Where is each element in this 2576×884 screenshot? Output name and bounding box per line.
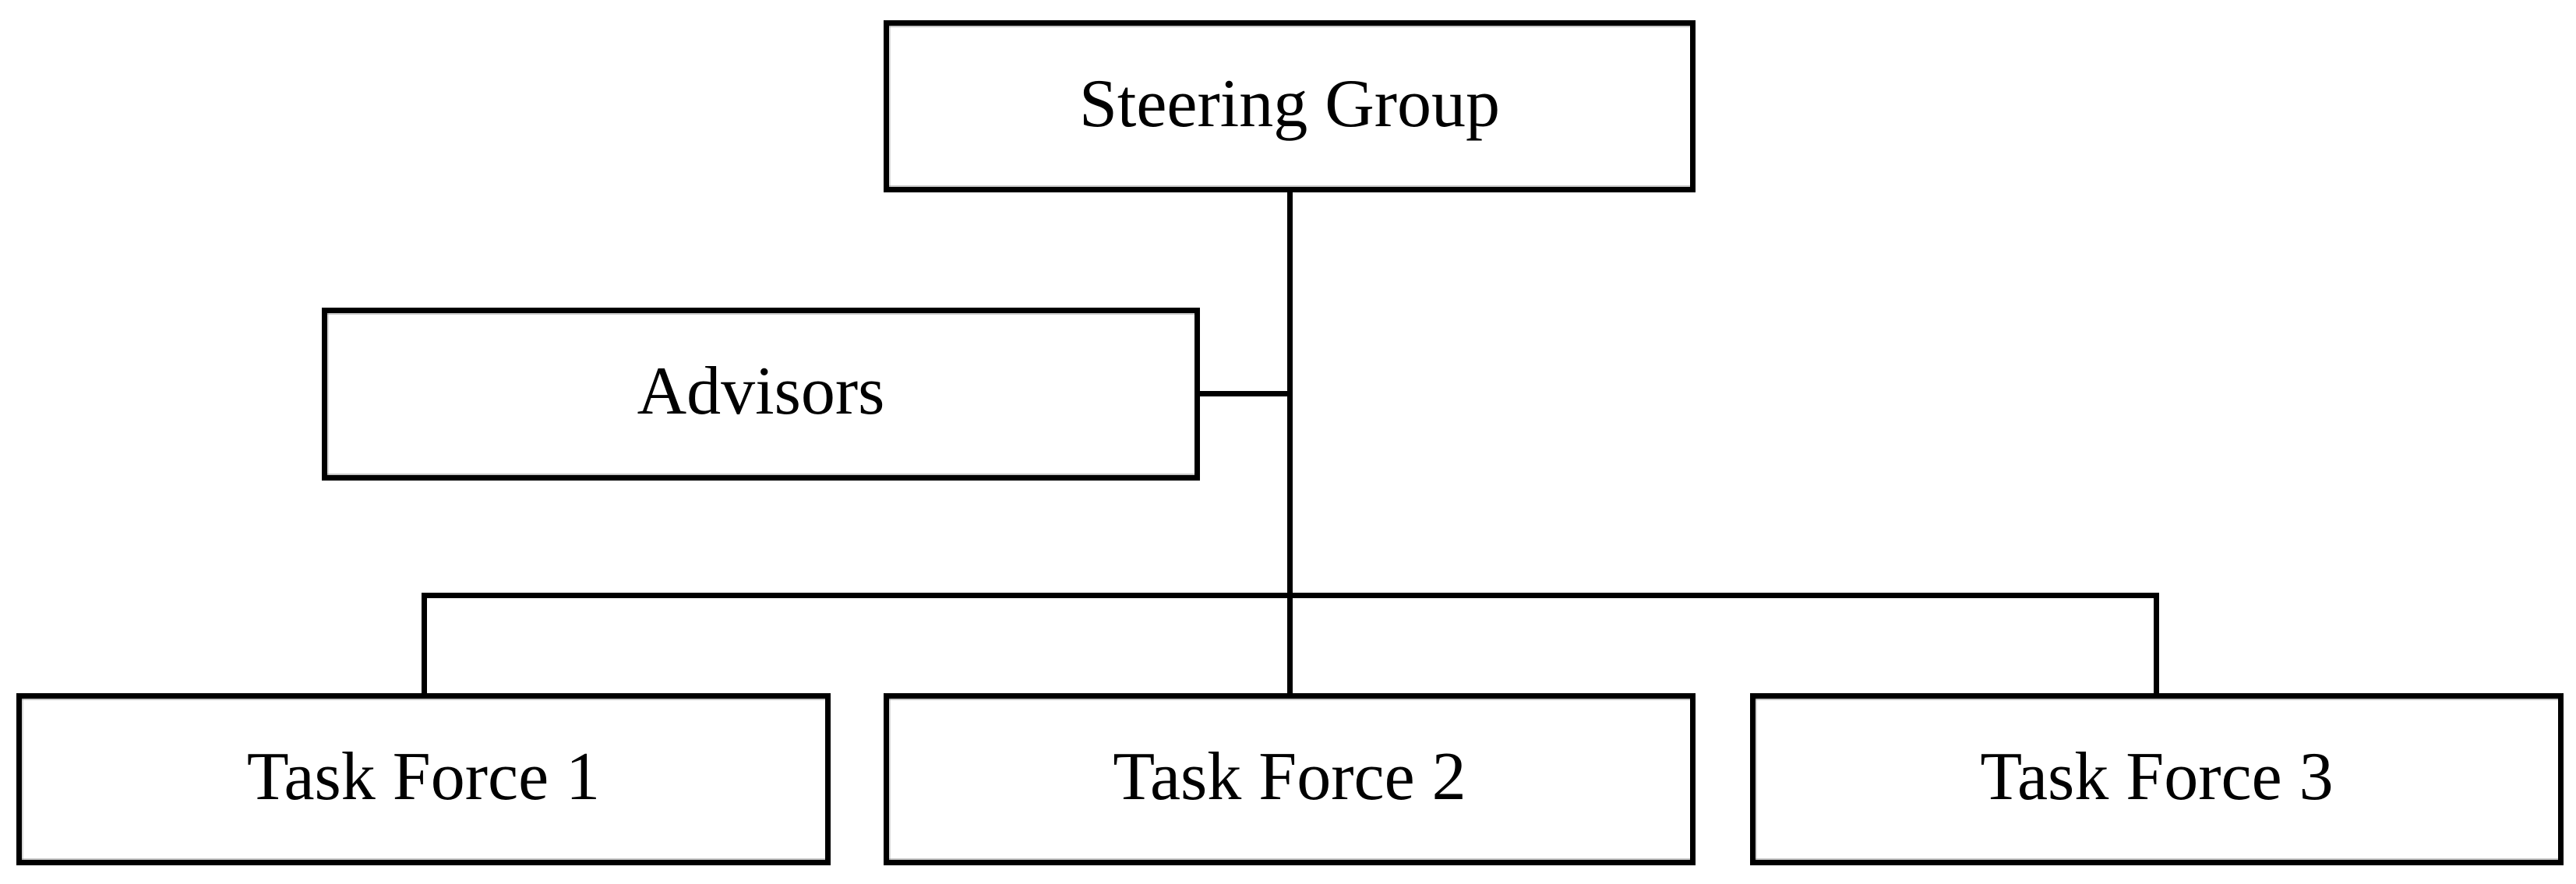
node-task-force-3-label: Task Force 3 (1980, 738, 2334, 815)
node-task-force-3: Task Force 3 (1750, 693, 2564, 865)
node-task-force-1: Task Force 1 (16, 693, 831, 865)
node-task-force-2: Task Force 2 (884, 693, 1696, 865)
node-steering-group: Steering Group (884, 20, 1696, 192)
node-steering-group-label: Steering Group (1078, 65, 1501, 142)
node-advisors: Advisors (322, 308, 1200, 481)
connector-drop-task-force-3 (2154, 593, 2159, 693)
connector-distribution-rail (422, 593, 2159, 598)
node-task-force-1-label: Task Force 1 (246, 738, 601, 815)
connector-drop-task-force-1 (422, 593, 427, 693)
connector-steering-main-vertical (1287, 192, 1293, 693)
node-advisors-label: Advisors (637, 354, 885, 429)
node-task-force-2-label: Task Force 2 (1113, 738, 1466, 815)
connector-advisors-stub (1200, 391, 1293, 396)
